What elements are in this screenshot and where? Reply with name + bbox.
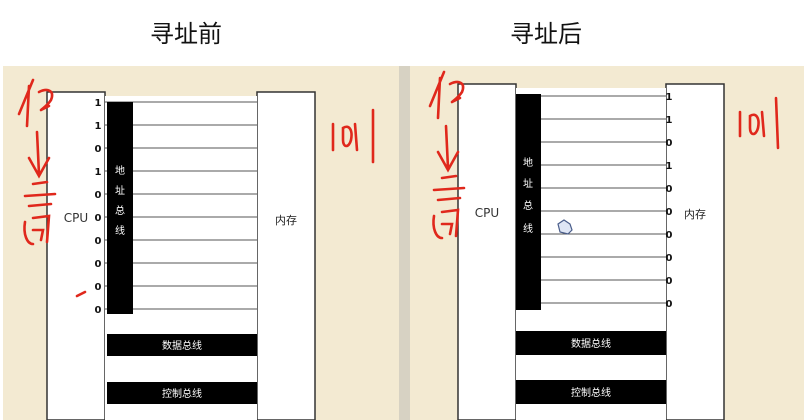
panel-before: CPU 内存 地 址 总 线 1 1 0 1 0 [3, 66, 399, 420]
bit-3: 1 [95, 167, 102, 178]
panel-divider [399, 66, 410, 420]
bit-9: 0 [666, 299, 673, 310]
diagram-before: CPU 内存 地 址 总 线 1 1 0 1 0 [17, 78, 375, 420]
address-bus-char-1: 地 [523, 156, 533, 169]
title-before-addressing: 寻址前 [150, 20, 222, 48]
handwriting-before [17, 78, 375, 298]
cpu-label: CPU [64, 211, 88, 225]
bit-1: 1 [666, 115, 673, 126]
bit-6: 0 [666, 230, 673, 241]
bit-6: 0 [95, 236, 102, 247]
address-bus-char-2: 址 [523, 177, 533, 190]
bit-5: 0 [666, 207, 673, 218]
data-bus-label: 数据总线 [162, 339, 202, 352]
bit-0: 1 [95, 98, 102, 109]
data-bus [516, 331, 666, 355]
bit-1: 1 [95, 121, 102, 132]
bit-column-after: 1 1 0 1 0 0 0 0 0 0 [666, 92, 673, 310]
panel-after: CPU 内存 地 址 总 线 1 1 0 1 0 0 0 [410, 66, 804, 420]
address-bus-char-4: 线 [115, 224, 125, 237]
data-bus-label: 数据总线 [571, 337, 611, 350]
address-bus [107, 102, 133, 314]
memory-label: 内存 [275, 213, 297, 227]
bit-4: 0 [95, 190, 102, 201]
control-bus-label: 控制总线 [162, 387, 202, 400]
bit-7: 0 [95, 259, 102, 270]
bit-8: 0 [666, 276, 673, 287]
diagram-after: CPU 内存 地 址 总 线 1 1 0 1 0 0 0 [428, 70, 780, 420]
cpu-box [46, 91, 106, 420]
cpu-label: CPU [475, 206, 499, 220]
bit-5: 0 [95, 213, 102, 224]
memory-box [256, 91, 316, 420]
bit-8: 0 [95, 282, 102, 293]
hand-cursor-icon [557, 219, 573, 235]
address-bus-char-2: 址 [115, 184, 125, 197]
bit-2: 0 [666, 138, 673, 149]
address-bus-char-1: 地 [115, 164, 125, 177]
title-after-addressing: 寻址后 [510, 20, 582, 48]
bit-0: 1 [666, 92, 673, 103]
data-bus [107, 334, 257, 356]
control-bus [107, 382, 257, 404]
bit-3: 1 [666, 161, 673, 172]
handwriting-after [428, 70, 780, 240]
bit-9: 0 [95, 305, 102, 316]
control-bus [516, 380, 666, 404]
bit-7: 0 [666, 253, 673, 264]
bit-2: 0 [95, 144, 102, 155]
memory-label: 内存 [684, 207, 706, 221]
address-bus-char-4: 线 [523, 222, 533, 235]
bit-4: 0 [666, 184, 673, 195]
address-bus [516, 94, 541, 310]
bit-column-before: 1 1 0 1 0 0 0 0 0 0 [95, 98, 102, 316]
cpu-box [457, 83, 517, 420]
control-bus-label: 控制总线 [571, 386, 611, 399]
address-bus-char-3: 总 [523, 199, 533, 212]
address-bus-char-3: 总 [115, 204, 125, 217]
memory-box [665, 83, 725, 420]
